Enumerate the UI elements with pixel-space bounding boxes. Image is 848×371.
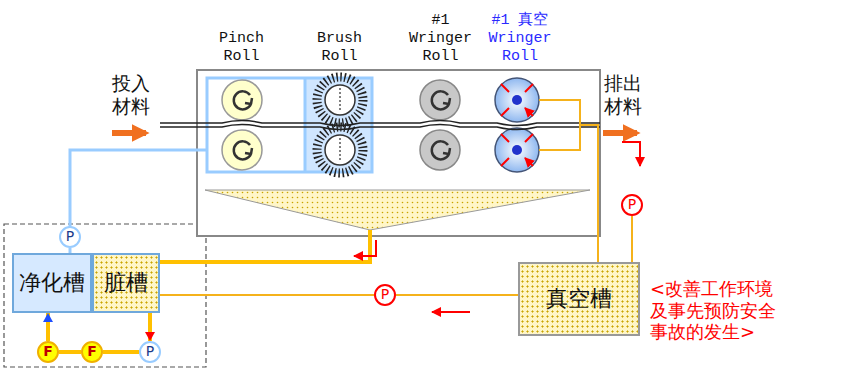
pump-circle: P bbox=[59, 226, 81, 248]
suction-arrows bbox=[501, 134, 533, 166]
node-text: P bbox=[381, 287, 389, 302]
machine-housing bbox=[197, 70, 600, 236]
pipe-connector bbox=[43, 313, 53, 341]
pipe-line bbox=[59, 350, 81, 354]
pump-circle: P bbox=[621, 194, 643, 216]
pipe-connector bbox=[59, 352, 81, 353]
node-text: 真空槽 bbox=[546, 287, 612, 311]
rotation-mark bbox=[432, 91, 450, 109]
flow-arrow bbox=[354, 240, 376, 256]
pump-circle: P bbox=[139, 341, 161, 363]
vacuum-wringer-roll bbox=[495, 128, 539, 172]
pipe-connector bbox=[103, 352, 139, 353]
flow-arrow bbox=[432, 311, 470, 313]
arrow-head bbox=[145, 332, 155, 341]
pipe-line bbox=[396, 294, 518, 296]
node-text: P bbox=[66, 229, 74, 244]
filter-circle: F bbox=[37, 341, 59, 363]
clean-water-pipe bbox=[70, 150, 207, 227]
arrow-head bbox=[43, 313, 53, 322]
pinch-roll bbox=[222, 130, 262, 170]
output-arrow bbox=[603, 130, 637, 136]
pipe-connector bbox=[632, 216, 633, 262]
input-arrow bbox=[112, 130, 146, 136]
drain-tray bbox=[205, 190, 590, 230]
vacuum-wringer-roll bbox=[495, 78, 539, 122]
node-text: 脏槽 bbox=[104, 271, 148, 295]
pipe-line bbox=[160, 294, 374, 296]
roll-label: #1 Wringer Roll bbox=[409, 12, 472, 66]
tank-box: 净化槽 bbox=[12, 253, 92, 313]
pipe-line bbox=[103, 350, 139, 354]
suction-arrows bbox=[501, 84, 533, 116]
node-text: 净化槽 bbox=[19, 271, 85, 295]
pipe-connector bbox=[396, 295, 518, 296]
pipe-connector bbox=[145, 313, 155, 341]
node-text: F bbox=[43, 344, 53, 359]
tank-box: 真空槽 bbox=[518, 262, 640, 336]
roll-label: Brush Roll bbox=[317, 30, 362, 66]
pipe-connector bbox=[160, 295, 374, 296]
flow-label: 排出 材料 bbox=[604, 72, 642, 118]
spray-pipe bbox=[304, 78, 307, 172]
roll-label: #1 真空 Wringer Roll bbox=[485, 12, 555, 66]
roll-label: Pinch Roll bbox=[219, 30, 264, 66]
rotation-mark bbox=[234, 91, 252, 109]
node-text: P bbox=[146, 344, 154, 359]
node-text: F bbox=[87, 344, 97, 359]
node-text: P bbox=[628, 197, 636, 212]
filter-circle: F bbox=[81, 341, 103, 363]
vacuum-core bbox=[512, 145, 522, 155]
vacuum-core bbox=[512, 95, 522, 105]
steel-strip bbox=[160, 121, 600, 126]
rotation-mark bbox=[432, 141, 450, 159]
exhaust-arrow bbox=[622, 142, 640, 166]
wringer-roll bbox=[420, 80, 460, 120]
tank-box: 脏槽 bbox=[92, 253, 160, 313]
pinch-roll bbox=[222, 80, 262, 120]
pump-circle: P bbox=[374, 284, 396, 306]
flow-label: 投入 材料 bbox=[112, 72, 150, 118]
wringer-roll bbox=[420, 130, 460, 170]
steel-strip bbox=[160, 125, 600, 130]
vacuum-line bbox=[539, 100, 598, 262]
pipe-line bbox=[631, 216, 633, 262]
rotation-mark bbox=[234, 141, 252, 159]
note-text: <改善工作环境 及事先预防安全 事故的发生> bbox=[650, 278, 776, 343]
drain-pipe bbox=[160, 230, 370, 262]
